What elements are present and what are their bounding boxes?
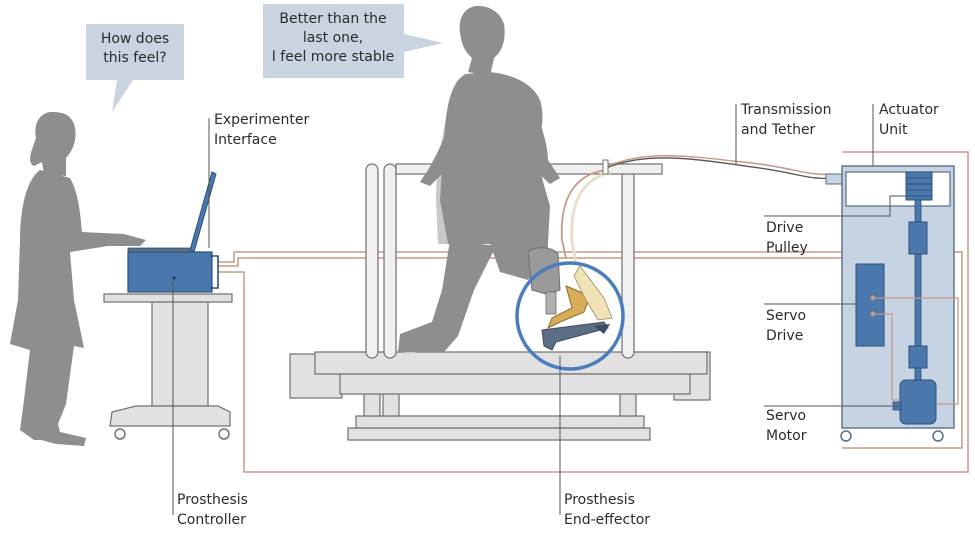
label-line: Interface xyxy=(214,132,277,148)
experimenter-speech-bubble xyxy=(86,24,184,112)
prosthesis-end-effector-label: Prosthesis End-effector xyxy=(564,490,650,530)
controller-cart xyxy=(103,293,233,440)
experimenter-speech-line: this feel? xyxy=(103,50,167,66)
subject-figure xyxy=(398,6,560,354)
drive-pulley-label: Drive Pulley xyxy=(766,218,808,258)
subject-speech-line: I feel more stable xyxy=(271,49,395,65)
label-line: Actuator xyxy=(879,102,939,118)
label-line: Servo xyxy=(766,308,807,324)
experimenter-speech-text: How does this feel? xyxy=(90,30,180,68)
label-line: Drive xyxy=(766,220,804,236)
label-line: Transmission xyxy=(741,102,832,118)
label-line: Pulley xyxy=(766,240,808,256)
transmission-tether-label: Transmission and Tether xyxy=(741,100,831,140)
experimenter-interface-label: Experimenter Interface xyxy=(214,110,309,150)
label-line: Motor xyxy=(766,428,807,444)
label-line: Experimenter xyxy=(214,112,310,128)
subject-speech-line: Better than the xyxy=(279,11,387,27)
servo-motor-label: Servo Motor xyxy=(766,406,806,446)
label-line: Servo xyxy=(766,408,807,424)
label-line: Drive xyxy=(766,328,804,344)
subject-speech-text: Better than the last one, I feel more st… xyxy=(265,10,401,67)
label-line: Prosthesis xyxy=(564,492,635,508)
actuator-unit xyxy=(840,165,959,442)
controller-cables xyxy=(218,151,969,473)
prosthesis-controller-label: Prosthesis Controller xyxy=(177,490,248,530)
label-line: Controller xyxy=(177,512,246,528)
label-line: Prosthesis xyxy=(177,492,248,508)
experimenter-speech-line: How does xyxy=(100,31,170,47)
leader-lines xyxy=(172,104,906,515)
actuator-unit-label: Actuator Unit xyxy=(879,100,939,140)
subject-speech-line: last one, xyxy=(302,30,364,46)
servo-drive xyxy=(855,263,885,347)
label-line: Unit xyxy=(879,122,908,138)
prosthesis-controller xyxy=(127,251,219,293)
servo-drive-label: Servo Drive xyxy=(766,306,806,346)
label-line: End-effector xyxy=(564,512,651,528)
prosthesis-end-effector xyxy=(515,169,625,371)
drive-pulley xyxy=(905,171,933,201)
label-line: and Tether xyxy=(741,122,816,138)
experimenter-figure xyxy=(10,112,146,446)
subject-speech-bubble xyxy=(263,4,443,78)
